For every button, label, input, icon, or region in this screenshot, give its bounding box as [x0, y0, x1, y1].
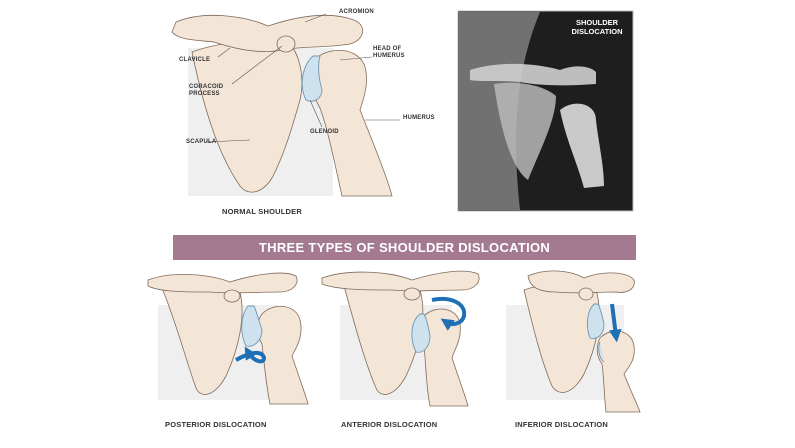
posterior-dislocation-illustration: [147, 272, 309, 405]
posterior-arrow: [235, 346, 267, 364]
xray-illustration: [457, 10, 634, 212]
label-clavicle: CLAVICLE: [179, 57, 211, 63]
xray-scapula: [494, 82, 556, 180]
glenoid-cartilage: [586, 303, 605, 339]
clavicle-acromion-bone: [527, 270, 635, 294]
coracoid-bone: [403, 287, 421, 301]
glenoid-cartilage: [301, 55, 323, 102]
clavicle-acromion-bone: [147, 272, 298, 294]
glenoid-cartilage: [241, 305, 263, 347]
caption-anterior: ANTERIOR DISLOCATION: [341, 420, 438, 429]
label-coracoid-process: CORACOID PROCESS: [189, 84, 224, 97]
anterior-arrow: [431, 297, 467, 331]
clavicle-acromion-bone: [321, 270, 480, 292]
clavicle-acromion-bone: [171, 14, 363, 52]
glenoid-cartilage: [411, 313, 431, 353]
label-humerus: HUMERUS: [403, 115, 435, 121]
label-head-of-humerus: HEAD OF HUMERUS: [373, 46, 405, 59]
label-scapula: SCAPULA: [186, 139, 217, 145]
leader-lines: [205, 13, 400, 143]
normal-shoulder-illustration: [171, 13, 400, 197]
banner-title: THREE TYPES OF SHOULDER DISLOCATION: [258, 240, 551, 255]
caption-posterior: POSTERIOR DISLOCATION: [165, 420, 267, 429]
xray-title: SHOULDER DISLOCATION: [571, 18, 623, 36]
caption-normal-shoulder: NORMAL SHOULDER: [222, 207, 302, 216]
humerus-bone: [596, 330, 641, 413]
humeral-head-cartilage: [598, 341, 605, 363]
xray-humerus: [560, 103, 604, 188]
section-banner: THREE TYPES OF SHOULDER DISLOCATION: [173, 235, 636, 260]
humerus-bone: [257, 306, 309, 405]
inferior-arrow: [608, 303, 622, 343]
coracoid-bone: [223, 289, 241, 303]
caption-inferior: INFERIOR DISLOCATION: [515, 420, 609, 429]
anterior-dislocation-illustration: [321, 270, 480, 407]
xray-clavicle: [470, 63, 596, 86]
label-glenoid: GLENOID: [310, 129, 339, 135]
coracoid-bone: [578, 287, 594, 301]
label-acromion: ACROMION: [339, 9, 374, 15]
coracoid-bone: [276, 35, 296, 53]
inferior-dislocation-illustration: [506, 270, 641, 413]
humerus-bone: [310, 50, 393, 197]
